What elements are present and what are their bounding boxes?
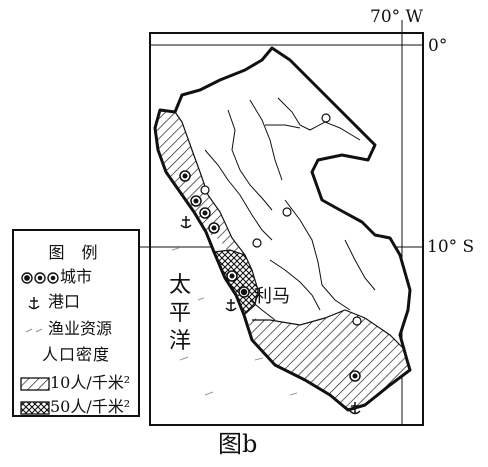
legend-pop50-label: 50人/千米²	[50, 397, 131, 416]
parallel-10s-label: 10° S	[427, 237, 475, 257]
legend-title: 图 例	[48, 243, 104, 262]
figure-caption: 图b	[218, 430, 258, 458]
legend-city-label: 城市	[60, 267, 93, 286]
capital-label: 利马	[254, 286, 290, 307]
legend-port-row: 港口	[20, 288, 80, 312]
pop-zone-10-south	[248, 310, 410, 410]
ocean-label-char-1: 太	[168, 273, 191, 298]
pop-zone-divider	[174, 111, 246, 256]
pop-zone-10-north	[155, 112, 240, 252]
ocean-label-char-2: 平	[168, 301, 191, 326]
rivers	[204, 97, 376, 321]
anchor-icon	[28, 296, 40, 309]
equator-label: 0°	[428, 36, 448, 56]
city-markers	[179, 170, 361, 382]
ocean-label: 太 平 洋	[168, 272, 192, 356]
legend-city-row: 城市	[20, 263, 92, 287]
map-legend: 图 例 城市 港口 渔业资源 人口密度 10人/千米² 50人/千米²	[12, 229, 140, 417]
city-symbol-icon	[21, 271, 59, 284]
longitude-label: 70° W	[370, 7, 424, 27]
crosshatch-swatch-icon	[20, 400, 50, 415]
map-frame	[149, 32, 424, 426]
pop-zone-50	[213, 249, 259, 317]
legend-population-title: 人口密度	[41, 345, 110, 364]
town-markers	[200, 113, 362, 326]
ocean-label-char-3: 洋	[168, 329, 191, 354]
legend-fishery-label: 渔业资源	[48, 319, 113, 338]
fishery-marks	[171, 247, 298, 396]
legend-pop50-row: 50人/千米²	[20, 393, 130, 417]
legend-port-label: 港口	[48, 292, 81, 311]
legend-pop10-label: 10人/千米²	[50, 373, 131, 392]
port-markers	[180, 216, 361, 415]
legend-fishery-row: 渔业资源	[20, 315, 112, 339]
legend-pop10-row: 10人/千米²	[20, 369, 130, 393]
pop-zone-divider-south	[252, 309, 406, 351]
hatch-swatch-icon	[20, 376, 50, 391]
fishery-icon	[25, 327, 43, 333]
